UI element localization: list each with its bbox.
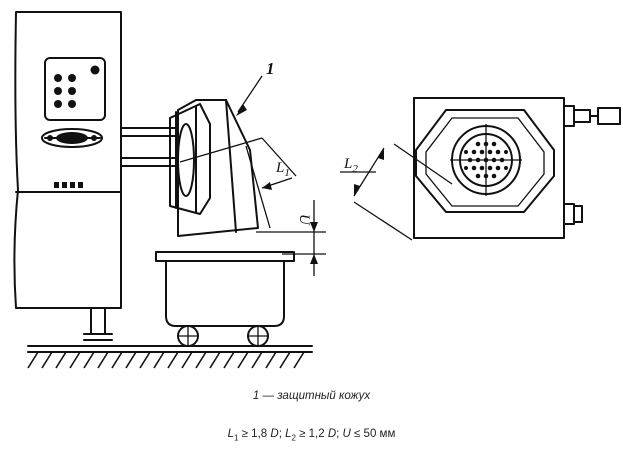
dimension-l1: [245, 137, 297, 229]
dimension-l2: [340, 143, 453, 241]
label-l2: L2: [343, 156, 358, 175]
output-shafts: [120, 127, 179, 167]
formula-l1-sub: 1: [234, 433, 239, 443]
formula-separator-1: ;: [278, 428, 286, 440]
formula-u-value: ≤ 50 мм: [350, 428, 396, 440]
keypad-buttons: [54, 65, 100, 108]
legend-number: 1: [252, 390, 260, 402]
plate-holes: [464, 141, 508, 179]
machine-cabinet: [13, 11, 122, 341]
legend-text: защитный кожух: [277, 390, 371, 402]
formula-l2-sub: 2: [291, 433, 296, 443]
formula-d1: D: [270, 428, 279, 440]
floor-hatching: [27, 351, 305, 369]
trolley: [155, 251, 295, 347]
formula-l2-value: ≥ 1,2: [295, 428, 328, 440]
formula-l2: L: [285, 428, 292, 440]
floor: [27, 345, 313, 369]
label-l1: L1: [275, 160, 290, 179]
formula-l1-value: ≥ 1,8: [238, 428, 271, 440]
control-panel: [44, 57, 106, 121]
side-fitting-bottom: [563, 203, 583, 225]
dimension-formula: L1 ≥ 1,8 D; L2 ≥ 1,2 D; U ≤ 50 мм: [0, 428, 623, 442]
dimension-u: [256, 200, 326, 276]
side-fitting-top: [563, 105, 621, 127]
label-part-1: 1: [266, 59, 275, 78]
indicator-row: [54, 182, 83, 188]
protective-guard: [169, 75, 263, 237]
formula-d2: D: [327, 428, 337, 440]
formula-separator-2: ;: [336, 428, 343, 440]
label-u: U: [296, 214, 312, 226]
legend-dash: —: [262, 390, 275, 402]
figure-legend: 1 — защитный кожух: [0, 390, 623, 402]
front-view: [413, 97, 621, 239]
grinder-head: [41, 128, 103, 148]
formula-l1: L: [227, 428, 235, 440]
formula-u: U: [342, 428, 351, 440]
cabinet-foot: [90, 307, 106, 335]
